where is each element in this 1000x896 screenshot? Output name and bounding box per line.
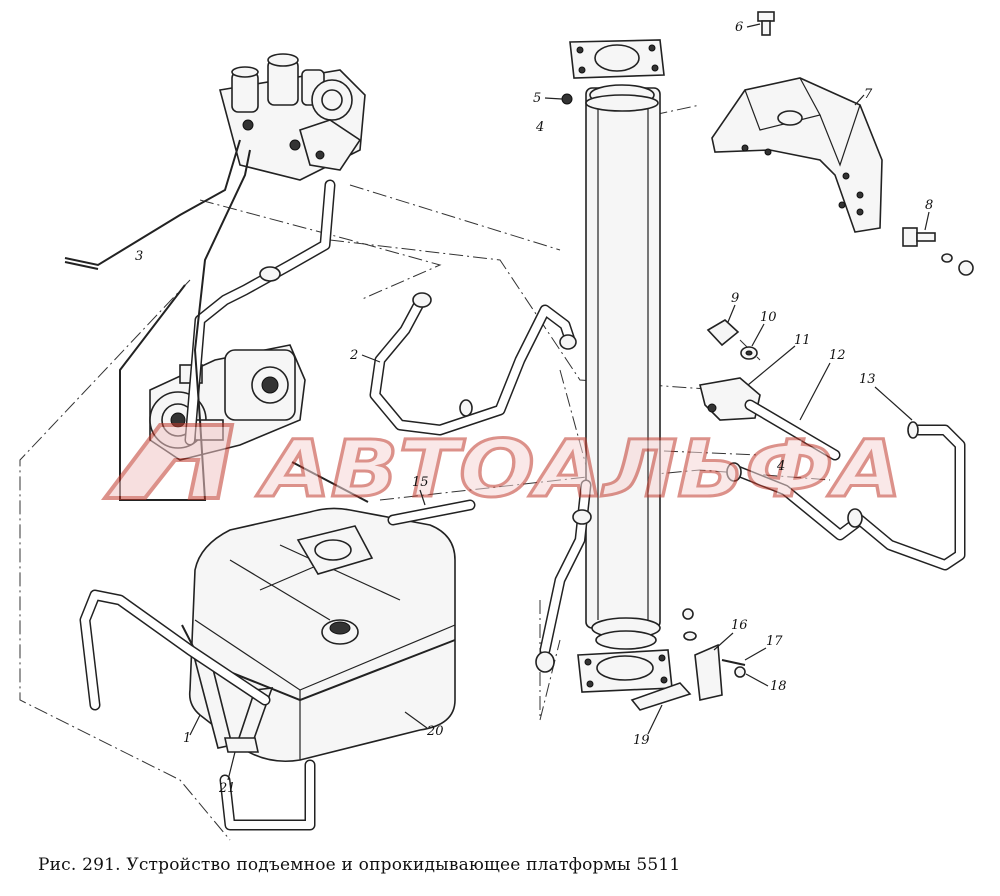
figure-caption: Рис. 291. Устройство подъемное и опрокид… bbox=[38, 855, 681, 875]
callout-2: 2 bbox=[349, 348, 358, 363]
tee-11 bbox=[699, 377, 761, 421]
union-9 bbox=[706, 319, 740, 347]
control-valve-block bbox=[219, 53, 366, 181]
callout-8: 8 bbox=[925, 198, 933, 213]
callout-5: 5 bbox=[533, 91, 541, 106]
nut-5 bbox=[561, 93, 573, 105]
callout-21: 21 bbox=[218, 781, 236, 796]
callout-4b: 4 bbox=[776, 459, 785, 474]
watermark: АВТОАЛЬФА bbox=[100, 423, 903, 517]
parts-diagram: АВТОАЛЬФА 1 2 3 4 4 5 6 7 8 9 10 11 12 1… bbox=[19, 11, 974, 841]
callout-16: 16 bbox=[731, 618, 748, 633]
bolt-8 bbox=[902, 227, 974, 276]
callout-1: 1 bbox=[183, 731, 191, 746]
callout-9: 9 bbox=[731, 291, 739, 306]
bracket-16-17-18-19 bbox=[630, 608, 746, 711]
callout-12: 12 bbox=[829, 348, 846, 363]
callout-4a: 4 bbox=[535, 120, 544, 135]
callout-13: 13 bbox=[859, 372, 876, 387]
pipes bbox=[64, 139, 966, 831]
callout-17: 17 bbox=[766, 634, 783, 649]
callout-labels: 1 2 3 4 4 5 6 7 8 9 10 11 12 13 15 16 17… bbox=[135, 20, 933, 796]
callout-7: 7 bbox=[864, 87, 873, 102]
watermark-logo-icon bbox=[100, 423, 235, 500]
hydraulic-cylinder bbox=[569, 39, 673, 693]
callout-20: 20 bbox=[426, 724, 444, 739]
callout-6: 6 bbox=[735, 20, 743, 35]
washer-10 bbox=[740, 346, 758, 360]
watermark-text: АВТОАЛЬФА bbox=[255, 425, 902, 515]
callout-3: 3 bbox=[135, 249, 143, 264]
bolt-6 bbox=[757, 11, 775, 36]
callout-19: 19 bbox=[633, 733, 650, 748]
callout-15: 15 bbox=[412, 475, 429, 490]
dipstick bbox=[291, 461, 369, 503]
callout-10: 10 bbox=[760, 310, 777, 325]
bracket-7 bbox=[711, 77, 883, 233]
callout-18: 18 bbox=[770, 679, 787, 694]
callout-11: 11 bbox=[794, 333, 811, 348]
